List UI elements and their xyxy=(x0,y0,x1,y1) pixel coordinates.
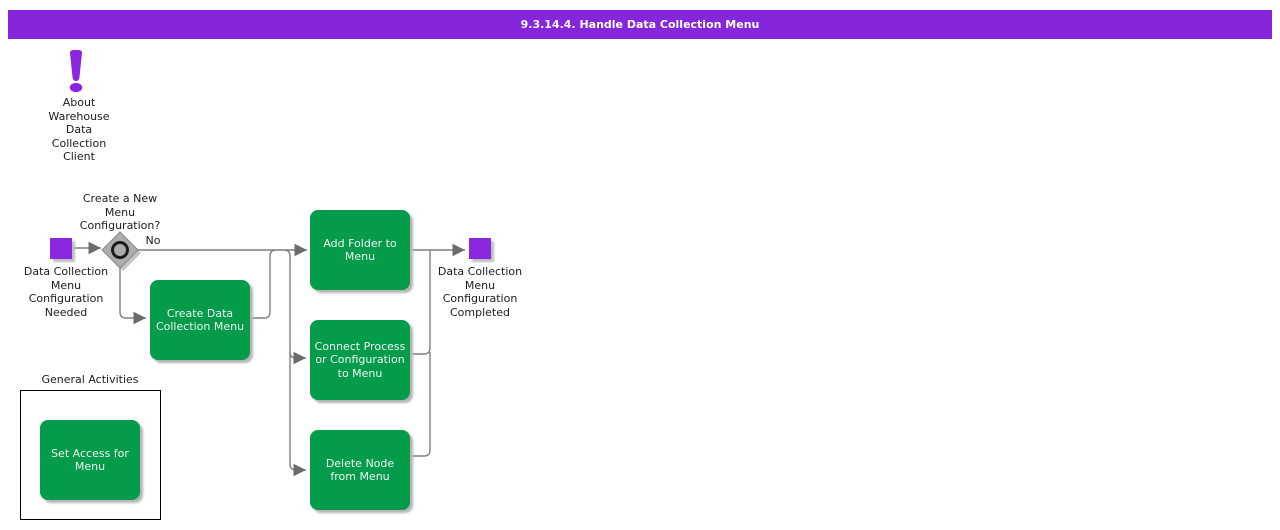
start-event-label: Data Collection Menu Configuration Neede… xyxy=(23,265,109,319)
edge-decision-to-create-menu xyxy=(119,268,146,325)
edge-branch-to-connect-process xyxy=(289,351,306,365)
edge-connect-process-merge xyxy=(412,250,431,355)
task-delete-node-from-menu[interactable]: Delete Node from Menu xyxy=(310,430,410,510)
page-title: 9.3.14.4. Handle Data Collection Menu xyxy=(8,10,1272,39)
decision-diamond xyxy=(101,231,141,271)
task-set-access-for-menu[interactable]: Set Access for Menu xyxy=(40,420,140,500)
end-event-label: Data Collection Menu Configuration Compl… xyxy=(437,265,523,319)
general-activities-title: General Activities xyxy=(41,373,139,386)
start-event-square xyxy=(50,238,72,259)
decision-no-label: No xyxy=(145,234,161,247)
task-add-folder-to-menu[interactable]: Add Folder to Menu xyxy=(310,210,410,290)
edge-create-menu-return xyxy=(250,249,277,319)
task-create-data-collection-menu[interactable]: Create Data Collection Menu xyxy=(150,280,250,360)
about-label[interactable]: About Warehouse Data Collection Client xyxy=(48,96,110,163)
edge-branch-to-delete-node xyxy=(283,249,306,477)
task-connect-process-to-menu[interactable]: Connect Process or Configuration to Menu xyxy=(310,320,410,400)
end-event-square xyxy=(469,238,491,259)
exclamation-icon[interactable] xyxy=(69,50,83,93)
decision-question-label: Create a New Menu Configuration? xyxy=(79,192,161,232)
edge-delete-node-merge xyxy=(412,352,431,457)
